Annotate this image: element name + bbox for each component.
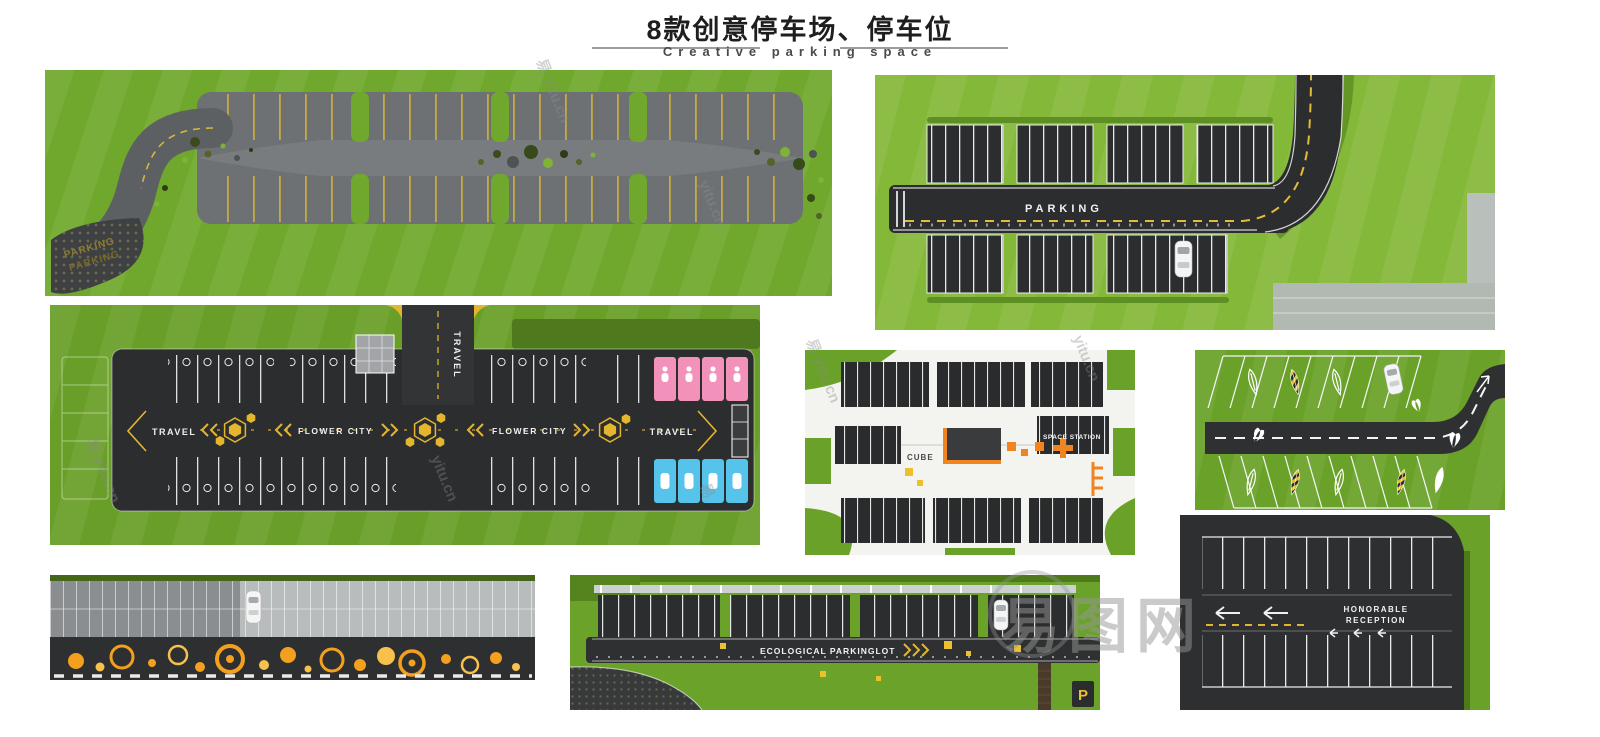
panel-loop-road-lot: PARKING xyxy=(875,75,1495,330)
p-sign-label: P xyxy=(1078,687,1088,704)
bottom-stalls xyxy=(1202,635,1452,688)
panel-bubble-lot xyxy=(50,575,535,680)
panel-flower-city-lot: TRAVEL TRAVEL FLOWER CITY FLOWER CITY TR… xyxy=(50,305,760,545)
flower-city-label-1: FLOWER CITY xyxy=(298,426,373,436)
panel-curved-lot: PARKING PARKING xyxy=(45,70,832,296)
road xyxy=(1205,364,1505,454)
lot-green-gaps xyxy=(351,92,647,224)
hedge-strip xyxy=(512,319,760,349)
stall-row-top xyxy=(168,355,644,403)
small-arrows xyxy=(1329,628,1386,638)
entry-blob xyxy=(570,666,703,710)
orange-cross xyxy=(1053,438,1073,458)
road xyxy=(889,75,1344,233)
panel-ecological-lot: ECOLOGICAL PARKINGLOT P xyxy=(570,575,1100,710)
road-centerline xyxy=(1215,383,1488,439)
pavement xyxy=(1273,193,1495,330)
left-arrow-icon xyxy=(1215,606,1240,620)
space-station-label: SPACE STATION xyxy=(1043,434,1101,441)
cube-label: CUBE xyxy=(907,453,934,462)
center-road-markings: TRAVEL TRAVEL FLOWER CITY FLOWER CITY xyxy=(126,410,718,452)
parking-label: PARKING xyxy=(1025,203,1103,215)
orange-comb xyxy=(1091,462,1103,496)
top-stalls xyxy=(1202,536,1452,589)
hedge-strip xyxy=(50,575,535,581)
pink-stalls xyxy=(652,355,752,403)
travel-label-vertical: TRAVEL xyxy=(452,331,462,378)
stall-blocks xyxy=(835,362,1109,543)
halftone-dots xyxy=(154,137,824,219)
stall-row-bottom xyxy=(168,457,644,505)
bubble-circles xyxy=(68,644,520,677)
road-arrow xyxy=(1476,375,1490,393)
orange-court xyxy=(905,428,1103,496)
vertical-road: TRAVEL xyxy=(386,305,490,405)
blue-stalls xyxy=(652,457,752,505)
booth xyxy=(731,404,749,458)
entry-road xyxy=(51,108,233,294)
left-arrow-icon xyxy=(1263,606,1288,620)
road xyxy=(586,637,1100,663)
road-markings xyxy=(1202,594,1452,638)
flower-city-label-2: FLOWER CITY xyxy=(492,426,567,436)
eco-label: ECOLOGICAL PARKINGLOT xyxy=(760,646,895,656)
road-chevrons xyxy=(903,643,930,657)
reception-label-line2: RECEPTION xyxy=(1346,616,1406,625)
stall-groups-bottom xyxy=(926,234,1229,303)
car-icon xyxy=(993,599,1009,631)
travel-label-right: TRAVEL xyxy=(650,427,694,437)
hedge-strip xyxy=(570,575,1100,582)
panel-reception-lot: HONORABLE RECEPTION xyxy=(1180,515,1490,710)
page-title: 8款创意停车场、停车位 xyxy=(646,15,954,45)
car-icon xyxy=(245,590,262,624)
title-rule-left xyxy=(592,47,760,49)
grass-corner xyxy=(1430,515,1490,551)
car-icon xyxy=(660,473,742,489)
stall-groups-top xyxy=(926,117,1274,184)
panel-space-station-lot: CUBE SPACE STATION xyxy=(805,350,1135,555)
travel-label-left: TRAVEL xyxy=(152,427,196,437)
car-icon xyxy=(1174,240,1193,278)
page-subtitle: Creative parking space xyxy=(662,44,938,59)
person-icon xyxy=(661,366,741,382)
side-stall-outlines xyxy=(61,356,109,500)
yellow-squares xyxy=(720,641,1021,681)
panel-leaf-lot xyxy=(1195,350,1505,510)
parking-sign: P xyxy=(1072,681,1094,707)
grass-edge xyxy=(1470,515,1490,710)
title-rule-right xyxy=(840,47,1008,49)
car-icon xyxy=(1383,363,1404,395)
hedge-line xyxy=(1464,515,1470,710)
reception-label-line1: HONORABLE xyxy=(1343,605,1408,614)
wall-posts xyxy=(594,585,1076,593)
structure-block xyxy=(355,334,395,374)
sign-post xyxy=(1038,663,1051,710)
